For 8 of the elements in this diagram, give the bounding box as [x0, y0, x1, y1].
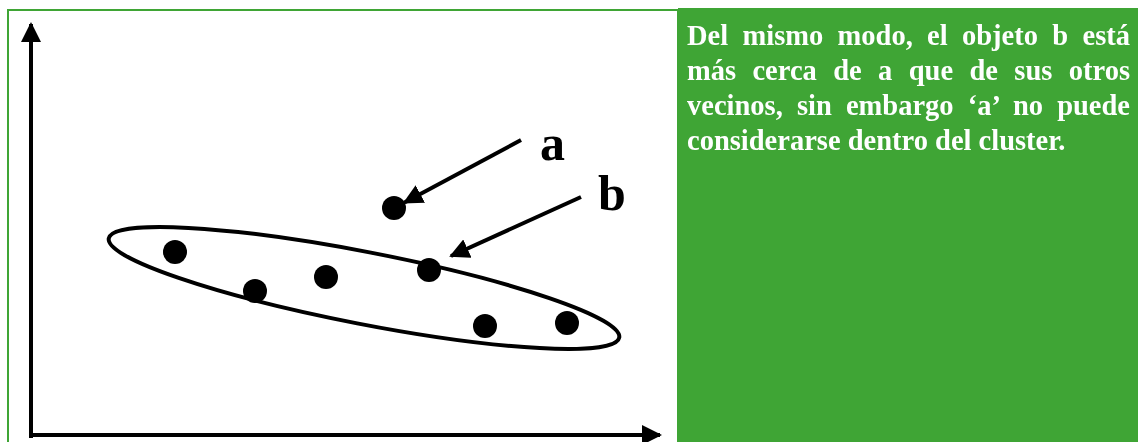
outlier-point: [382, 196, 406, 220]
description-text: Del mismo modo, el objeto b está más cerca de a que de sus otros vecinos, sin embargo ‘a’ no puede considerarse dentro del cluster.: [687, 19, 1130, 158]
point-label: b: [598, 168, 626, 218]
arrow: [449, 195, 582, 258]
arrow: [402, 138, 522, 205]
text-panel: [678, 8, 1138, 442]
point-label: a: [540, 118, 565, 168]
cluster-ellipse: [106, 225, 622, 351]
